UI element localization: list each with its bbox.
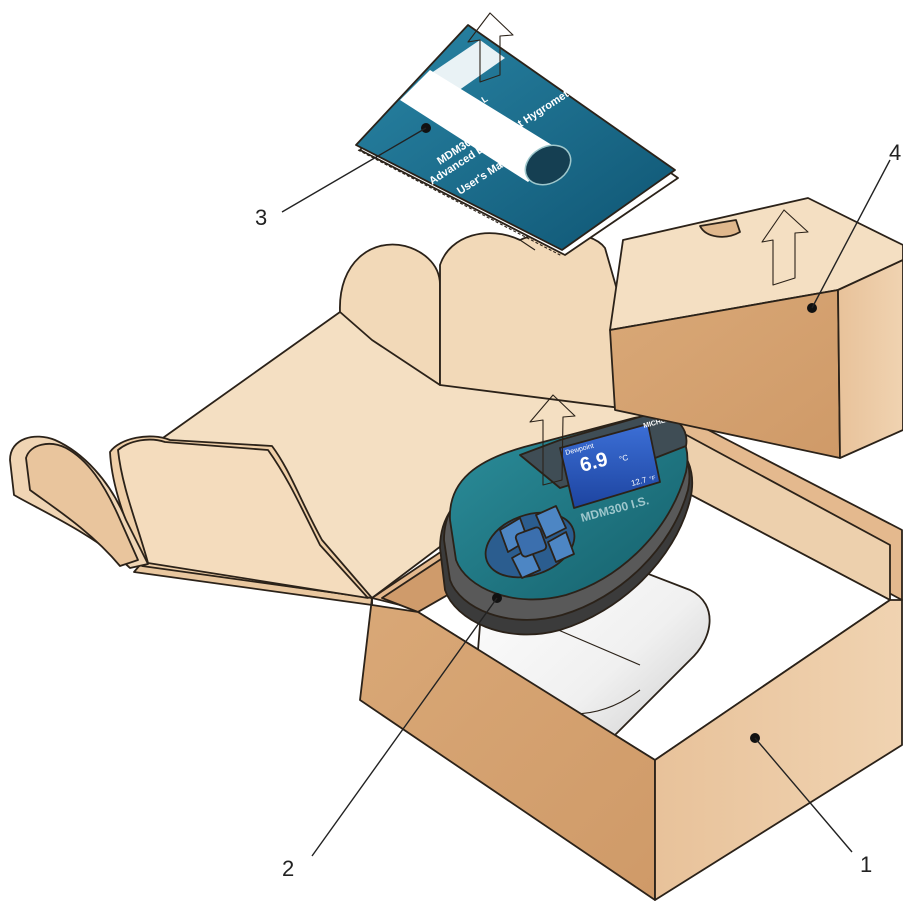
callout-label-4: 4 [889,140,901,165]
callout-label-3: 3 [255,205,267,230]
callout-label-2: 2 [282,856,294,881]
user-manual: MICHELL MDM300 I.S. Advanced Dew-Point H… [356,13,678,256]
callout-label-1: 1 [860,852,872,877]
accessory-box [610,198,903,458]
